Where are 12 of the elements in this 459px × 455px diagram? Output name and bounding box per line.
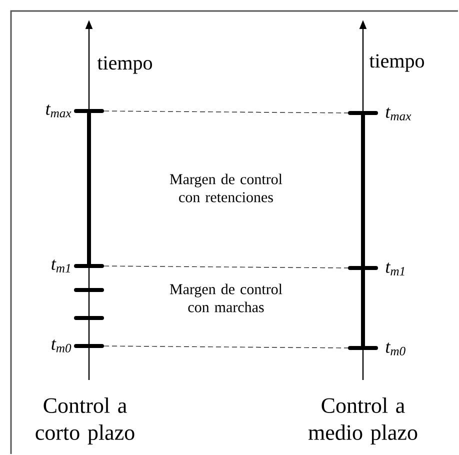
time-mark-label: t$_{m0}$ — [386, 342, 406, 356]
axis-caption: Control a corto plazo — [36, 398, 134, 444]
time-mark-label: t$_{m1}$ — [52, 260, 70, 272]
time-mark-label: t$_{m0}$ — [52, 340, 72, 352]
margin-label: Margen de control con marchas — [170, 284, 282, 312]
time-mark-label: t$_{max}$ — [46, 104, 72, 118]
axis-caption: Control a medio plazo — [308, 398, 418, 444]
margin-label: Margen de control con retenciones — [170, 174, 282, 202]
axis-label: tiempo — [369, 54, 424, 72]
time-mark-label: t$_{max}$ — [386, 108, 412, 120]
axis-label: tiempo — [97, 56, 152, 74]
time-mark-label: t$_{m1}$ — [386, 262, 404, 276]
